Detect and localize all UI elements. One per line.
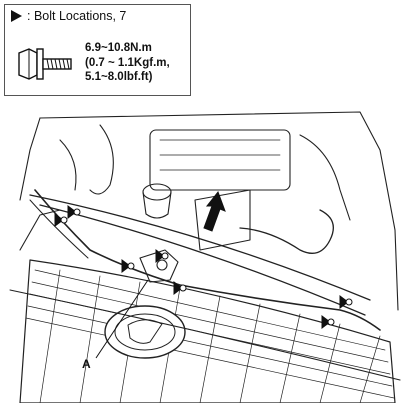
callout-a-label: A [82,357,91,371]
bolt-marker-3 [121,259,135,273]
torque-lbfft: 5.1~8.0lbf.ft) [85,71,153,83]
bolt-location-markers [54,205,353,329]
bolt-marker-5 [173,281,187,295]
bolt-marker-4 [155,249,169,263]
oil-filler-cap [142,183,172,201]
engine-cover [149,129,291,191]
torque-kgfm: (0.7 ~ 1.1Kgf.m, [85,56,170,69]
engine-front-illustration [9,111,401,403]
engine-top-outline [39,111,399,311]
bolt-marker-1 [54,213,68,227]
bolt-locations-label: : Bolt Locations, 7 [27,9,127,23]
wiring-harness [34,189,381,331]
bolt-spec-legend: : Bolt Locations, 7 6.9~10.8N.m (0.7 ~ 1… [4,4,191,96]
bracket-a [139,249,179,283]
bolt-icon [18,48,72,80]
bolt-marker-6 [339,295,353,309]
front-direction-arrow [203,190,226,232]
radiator-hose [239,209,334,254]
callout-a-leader [95,279,149,359]
bolt-marker-7 [321,315,335,329]
torque-nm: 6.9~10.8N.m [85,42,152,54]
arrow-right-icon [11,10,22,22]
torque-spec: 6.9~10.8N.m (0.7 ~ 1.1Kgf.m, 5.1~8.0lbf.… [85,41,170,85]
bolt-marker-2 [67,205,81,219]
bolt-locations-row: : Bolt Locations, 7 [11,9,126,23]
front-grille [19,259,396,403]
radiator-support [29,194,371,301]
